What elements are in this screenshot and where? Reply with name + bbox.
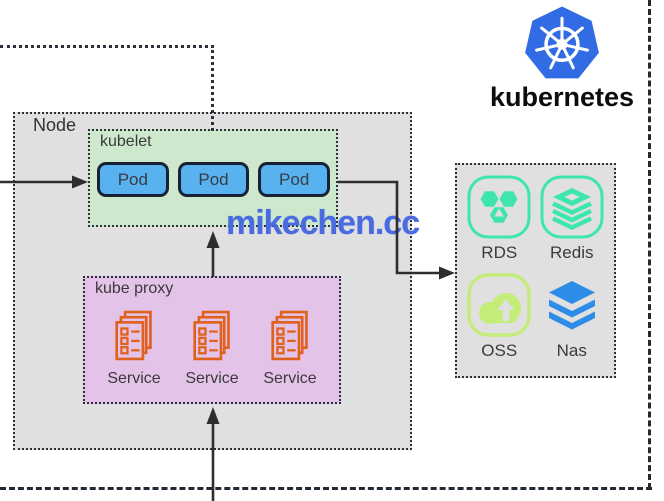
pod-box: Pod (177, 162, 250, 197)
panel-item-redis: Redis (536, 174, 609, 272)
pod-row: Pod Pod Pod (97, 162, 331, 197)
service-documents-icon (270, 310, 308, 361)
service-documents-icon (192, 310, 230, 361)
service-documents-icon (114, 310, 152, 361)
nas-stacked-layers-icon (548, 281, 595, 330)
watermark-text: mikechen.cc (226, 204, 420, 242)
kubernetes-wheel-icon (525, 6, 599, 79)
oss-label: OSS (481, 341, 518, 360)
service-row: Service Service (100, 308, 324, 388)
service-label: Service (263, 370, 317, 387)
dotted-connector-horizontal (0, 45, 214, 48)
panel-item-rds: RDS (463, 174, 536, 272)
node-label: Node (33, 115, 77, 135)
service-item: Service (100, 308, 168, 388)
rds-label: RDS (481, 243, 518, 262)
dashed-boundary-bottom (0, 487, 652, 490)
dotted-connector-vertical (211, 45, 214, 131)
service-label: Service (185, 370, 239, 387)
panel-item-nas: Nas (536, 272, 609, 370)
arrowhead-right-icon (439, 266, 455, 280)
service-item: Service (256, 308, 324, 388)
nas-label: Nas (556, 341, 587, 360)
kubelet-label: kubelet (100, 133, 152, 150)
kubernetes-wordmark: kubernetes (489, 82, 635, 112)
cloud-services-panel: RDS Redis (455, 163, 616, 378)
redis-label: Redis (550, 243, 594, 262)
pod-box: Pod (97, 162, 169, 197)
dashed-boundary-right (648, 0, 651, 489)
rds-hexagons-icon (467, 175, 531, 239)
service-item: Service (178, 308, 246, 388)
panel-item-oss: OSS (463, 272, 536, 370)
kube-proxy-label: kube proxy (95, 280, 174, 297)
oss-cloud-upload-icon (467, 273, 531, 337)
redis-layers-icon (540, 175, 604, 239)
service-label: Service (107, 370, 161, 387)
pod-box: Pod (258, 162, 331, 197)
